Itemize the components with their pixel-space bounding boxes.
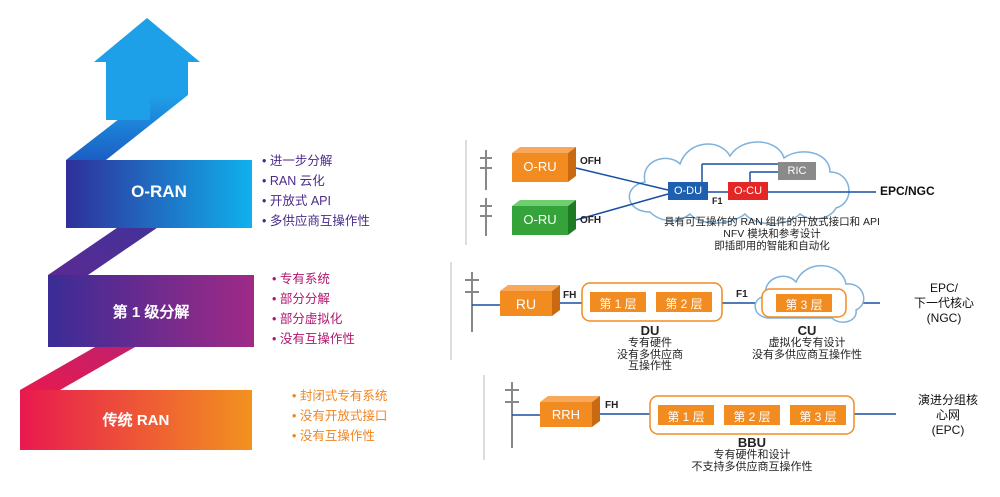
- f1-label: F1: [712, 196, 723, 206]
- core-line: EPC/: [929, 281, 958, 295]
- caption-line: NFV 模块和参考设计: [723, 228, 821, 240]
- bullet-item: 封闭式专有系统: [292, 386, 388, 406]
- up-arrow-icon: [94, 18, 200, 120]
- bbu-caption: BBU 专有硬件和设计 不支持多供应商互操作性: [672, 436, 832, 473]
- cu-desc-line: 没有多供应商互操作性: [752, 348, 862, 361]
- ric-label: RIC: [787, 165, 807, 177]
- level-bar-middle: [48, 275, 254, 347]
- f1-label: F1: [736, 289, 748, 300]
- du-layer1-box: [590, 292, 646, 312]
- ocu-box: [728, 182, 768, 200]
- ru-label: RU: [515, 296, 537, 312]
- bullet-item: RAN 云化: [262, 171, 370, 191]
- bullet-item: 开放式 API: [262, 191, 370, 211]
- oru-label-1: O-RU: [523, 159, 557, 174]
- du-title: DU: [640, 323, 660, 338]
- layer-label: 第 3 层: [799, 410, 837, 424]
- rrh-label: RRH: [551, 407, 581, 422]
- split-row: [450, 262, 880, 360]
- caption-line: 具有可互操作的 RAN 组件的开放式接口和 API: [664, 216, 880, 228]
- bullet-item: 部分分解: [272, 289, 355, 309]
- core-label: EPC/NGC: [880, 184, 935, 198]
- level-title-oran: O-RAN: [131, 182, 187, 201]
- legacy-row: [483, 375, 896, 460]
- cu-title: CU: [797, 323, 817, 338]
- bullet-item: 部分虚拟化: [272, 309, 355, 329]
- rrh-box: [540, 402, 592, 427]
- bullet-item: 多供应商互操作性: [262, 211, 370, 231]
- core-line: (EPC): [931, 423, 965, 437]
- layer-label: 第 1 层: [599, 297, 637, 311]
- core-label: 演进分组核 心网 (EPC): [900, 393, 996, 438]
- bullet-item: 进一步分解: [262, 151, 370, 171]
- bullet-item: 没有互操作性: [292, 426, 387, 446]
- core-label: EPC/ 下一代核心 (NGC): [896, 281, 992, 326]
- ofh-label: OFH: [580, 156, 602, 167]
- oran-caption: 具有可互操作的 RAN 组件的开放式接口和 API NFV 模块和参考设计 即插…: [652, 216, 892, 252]
- ric-box: [778, 162, 816, 180]
- oran-bullets: 进一步分解 RAN 云化 开放式 API 多供应商互操作性: [262, 151, 370, 231]
- core-line: (NGC): [926, 311, 962, 325]
- bbu-layer3-box: [790, 405, 846, 425]
- fh-label: FH: [563, 290, 577, 301]
- du-layer2-box: [656, 292, 712, 312]
- du-desc-line: 互操作性: [628, 360, 672, 372]
- core-line: 心网: [935, 408, 960, 422]
- bbu-layer2-box: [724, 405, 780, 425]
- oru-box-2: [512, 206, 568, 235]
- staircase: [20, 18, 254, 450]
- du-desc-line: 专有硬件: [628, 337, 672, 349]
- odu-box: [668, 182, 708, 200]
- cu-desc-line: 虚拟化专有设计: [768, 337, 846, 349]
- layer-label: 第 3 层: [785, 298, 823, 312]
- ru-box: [500, 291, 552, 316]
- level-bar-bottom: [20, 390, 252, 450]
- bullet-item: 没有互操作性: [272, 329, 355, 349]
- bbu-desc-line: 专有硬件和设计: [713, 449, 791, 461]
- legacy-bullets: 封闭式专有系统 没有开放式接口 没有互操作性: [292, 386, 388, 446]
- du-desc-line: 没有多供应商: [617, 348, 683, 361]
- oran-row: [465, 140, 876, 245]
- ocu-label: O-CU: [733, 185, 763, 197]
- bbu-layer1-box: [658, 405, 714, 425]
- cu-layer3-box: [776, 294, 832, 312]
- layer-label: 第 1 层: [667, 410, 705, 424]
- ramp-top: [66, 95, 188, 160]
- bbu-title: BBU: [737, 435, 767, 450]
- antenna-icon: [480, 150, 492, 190]
- oru-label-2: O-RU: [523, 212, 557, 227]
- layer-label: 第 2 层: [665, 297, 703, 311]
- cu-caption: CU 虚拟化专有设计 没有多供应商互操作性: [742, 324, 872, 361]
- caption-line: 即插即用的智能和自动化: [714, 240, 830, 252]
- level-title-legacy: 传统 RAN: [102, 412, 170, 429]
- core-line: 演进分组核: [917, 393, 978, 407]
- oru-box-1: [512, 153, 568, 182]
- layer-label: 第 2 层: [733, 410, 771, 424]
- split-bullets: 专有系统 部分分解 部分虚拟化 没有互操作性: [272, 269, 355, 349]
- core-line: 下一代核心: [913, 296, 974, 310]
- fh-label: FH: [605, 400, 619, 411]
- level-bar-top: [66, 160, 252, 228]
- du-caption: DU 专有硬件 没有多供应商 互操作性: [600, 324, 700, 373]
- level-title-split: 第 1 级分解: [112, 304, 190, 321]
- bbu-desc-line: 不支持多供应商互操作性: [691, 460, 813, 473]
- antenna-icon: [465, 272, 479, 332]
- ofh-label: OFH: [580, 215, 602, 226]
- bullet-item: 没有开放式接口: [292, 406, 388, 426]
- antenna-icon: [480, 198, 492, 236]
- odu-label: O-DU: [673, 185, 703, 197]
- bullet-item: 专有系统: [272, 269, 355, 289]
